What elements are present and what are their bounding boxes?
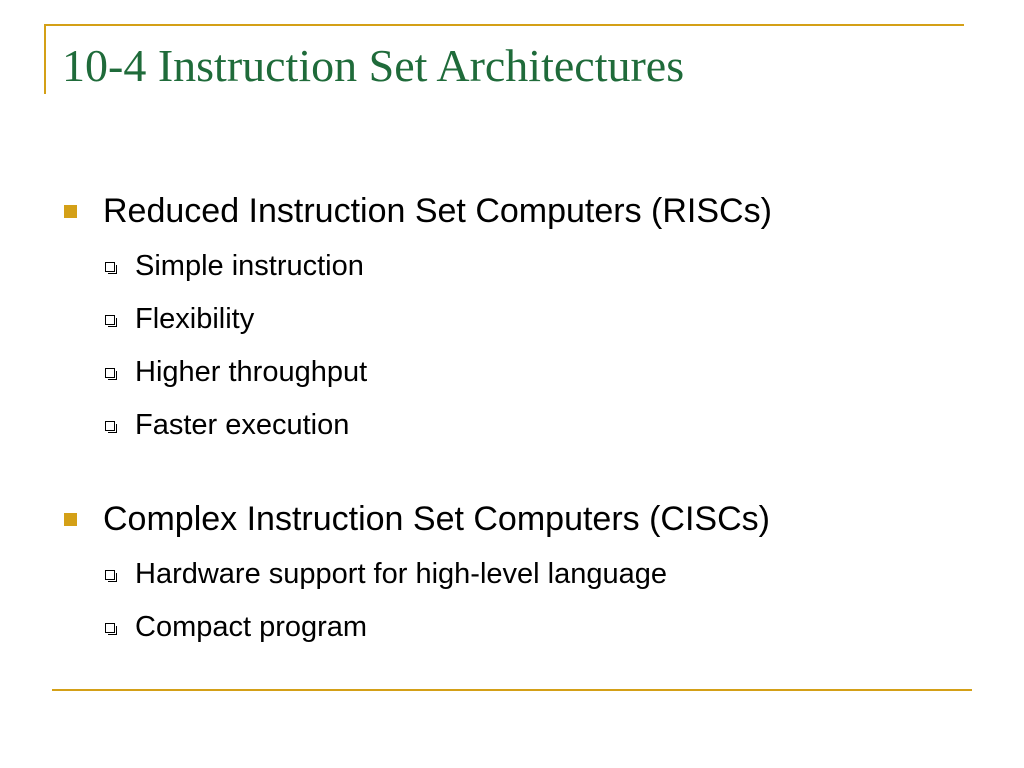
left-divider <box>44 24 46 94</box>
hollow-square-bullet-icon <box>105 622 117 635</box>
sub-bullet-item: Compact program <box>60 601 980 654</box>
square-bullet-icon <box>64 204 77 218</box>
hollow-square-bullet-icon <box>105 314 117 327</box>
sub-bullet-item: Hardware support for high-level language <box>60 548 980 601</box>
bullet-text: Reduced Instruction Set Computers (RISCs… <box>103 192 772 230</box>
sub-bullet-text: Compact program <box>135 611 368 643</box>
top-divider <box>44 24 964 26</box>
hollow-square-bullet-icon <box>105 367 117 380</box>
sub-bullet-item: Higher throughput <box>60 346 980 399</box>
sub-bullet-text: Flexibility <box>135 303 255 335</box>
hollow-square-bullet-icon <box>105 569 117 582</box>
sub-bullet-text: Simple instruction <box>135 250 364 282</box>
bullet-text: Complex Instruction Set Computers (CISCs… <box>103 500 770 538</box>
slide-content: Reduced Instruction Set Computers (RISCs… <box>60 182 980 654</box>
sub-bullet-list: Hardware support for high-level language… <box>60 548 980 654</box>
square-bullet-icon <box>64 512 77 526</box>
sub-bullet-item: Faster execution <box>60 399 980 452</box>
bullet-item: Complex Instruction Set Computers (CISCs… <box>60 490 980 548</box>
hollow-square-bullet-icon <box>105 420 117 433</box>
sub-bullet-text: Hardware support for high-level language <box>135 558 667 590</box>
section-ciscs: Complex Instruction Set Computers (CISCs… <box>60 490 980 654</box>
section-riscs: Reduced Instruction Set Computers (RISCs… <box>60 182 980 452</box>
slide-title: 10-4 Instruction Set Architectures <box>62 40 685 91</box>
sub-bullet-item: Flexibility <box>60 293 980 346</box>
sub-bullet-item: Simple instruction <box>60 240 980 293</box>
sub-bullet-text: Faster execution <box>135 409 350 441</box>
sub-bullet-text: Higher throughput <box>135 356 368 388</box>
bottom-divider <box>52 689 972 691</box>
bullet-item: Reduced Instruction Set Computers (RISCs… <box>60 182 980 240</box>
sub-bullet-list: Simple instruction Flexibility Higher th… <box>60 240 980 452</box>
hollow-square-bullet-icon <box>105 261 117 274</box>
